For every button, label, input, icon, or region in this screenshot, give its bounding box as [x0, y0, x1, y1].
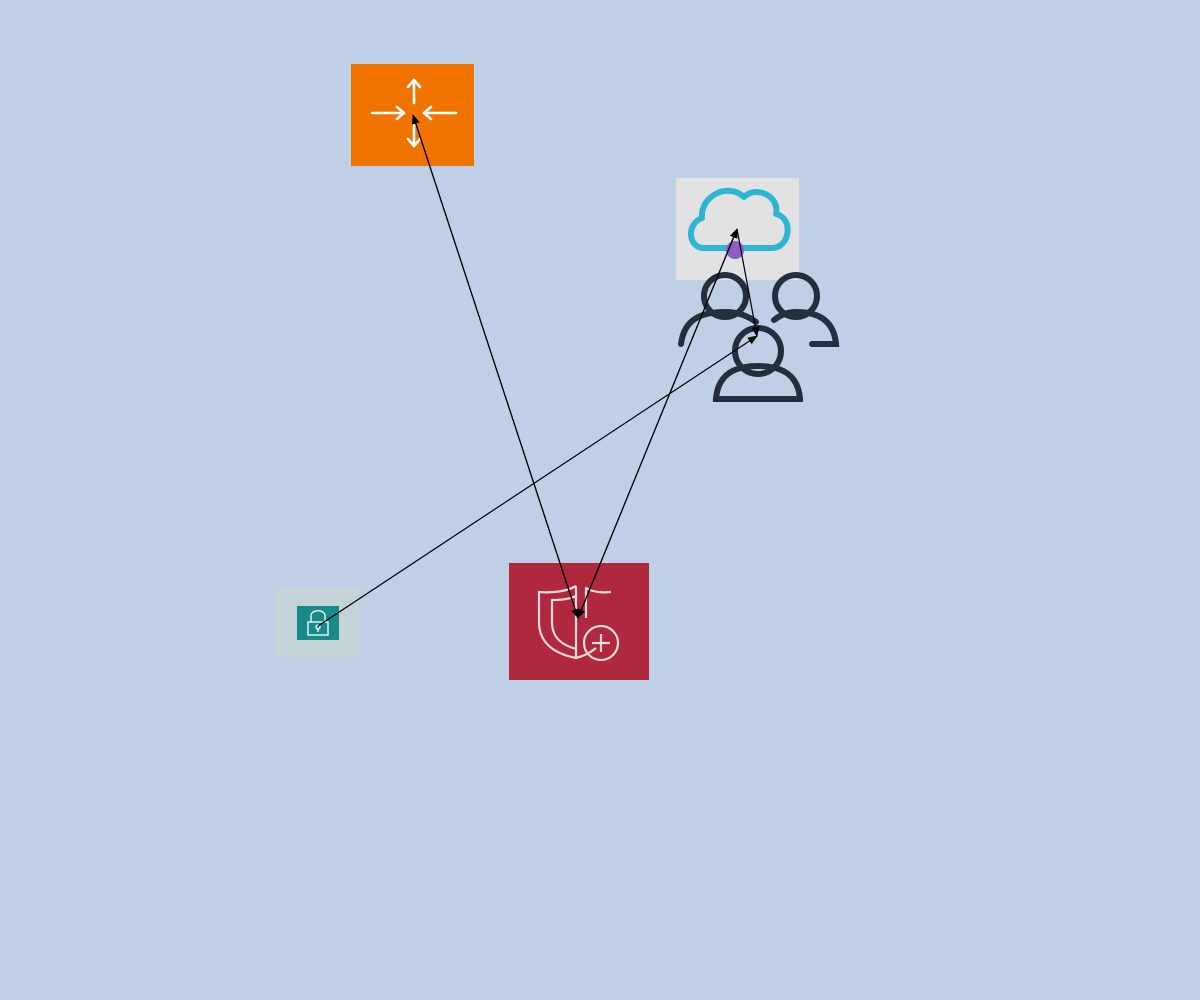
edge-lock-to-users [317, 335, 758, 627]
shield-node[interactable] [509, 563, 649, 680]
router-node-background [351, 64, 474, 166]
users-node[interactable] [678, 272, 840, 402]
shield-node-background [509, 563, 649, 680]
router-icon [370, 78, 458, 148]
edge-router-to-shield [412, 114, 579, 619]
lock-node[interactable] [277, 588, 359, 658]
users-group-icon [678, 272, 840, 402]
edge-cloud-to-shield [577, 228, 738, 619]
router-node[interactable] [351, 64, 474, 166]
lock-icon [307, 610, 329, 636]
edge-cloud-to-users [736, 228, 760, 337]
lock-node-tile [297, 606, 339, 640]
edges [317, 114, 760, 627]
shield-plus-icon [537, 585, 620, 662]
